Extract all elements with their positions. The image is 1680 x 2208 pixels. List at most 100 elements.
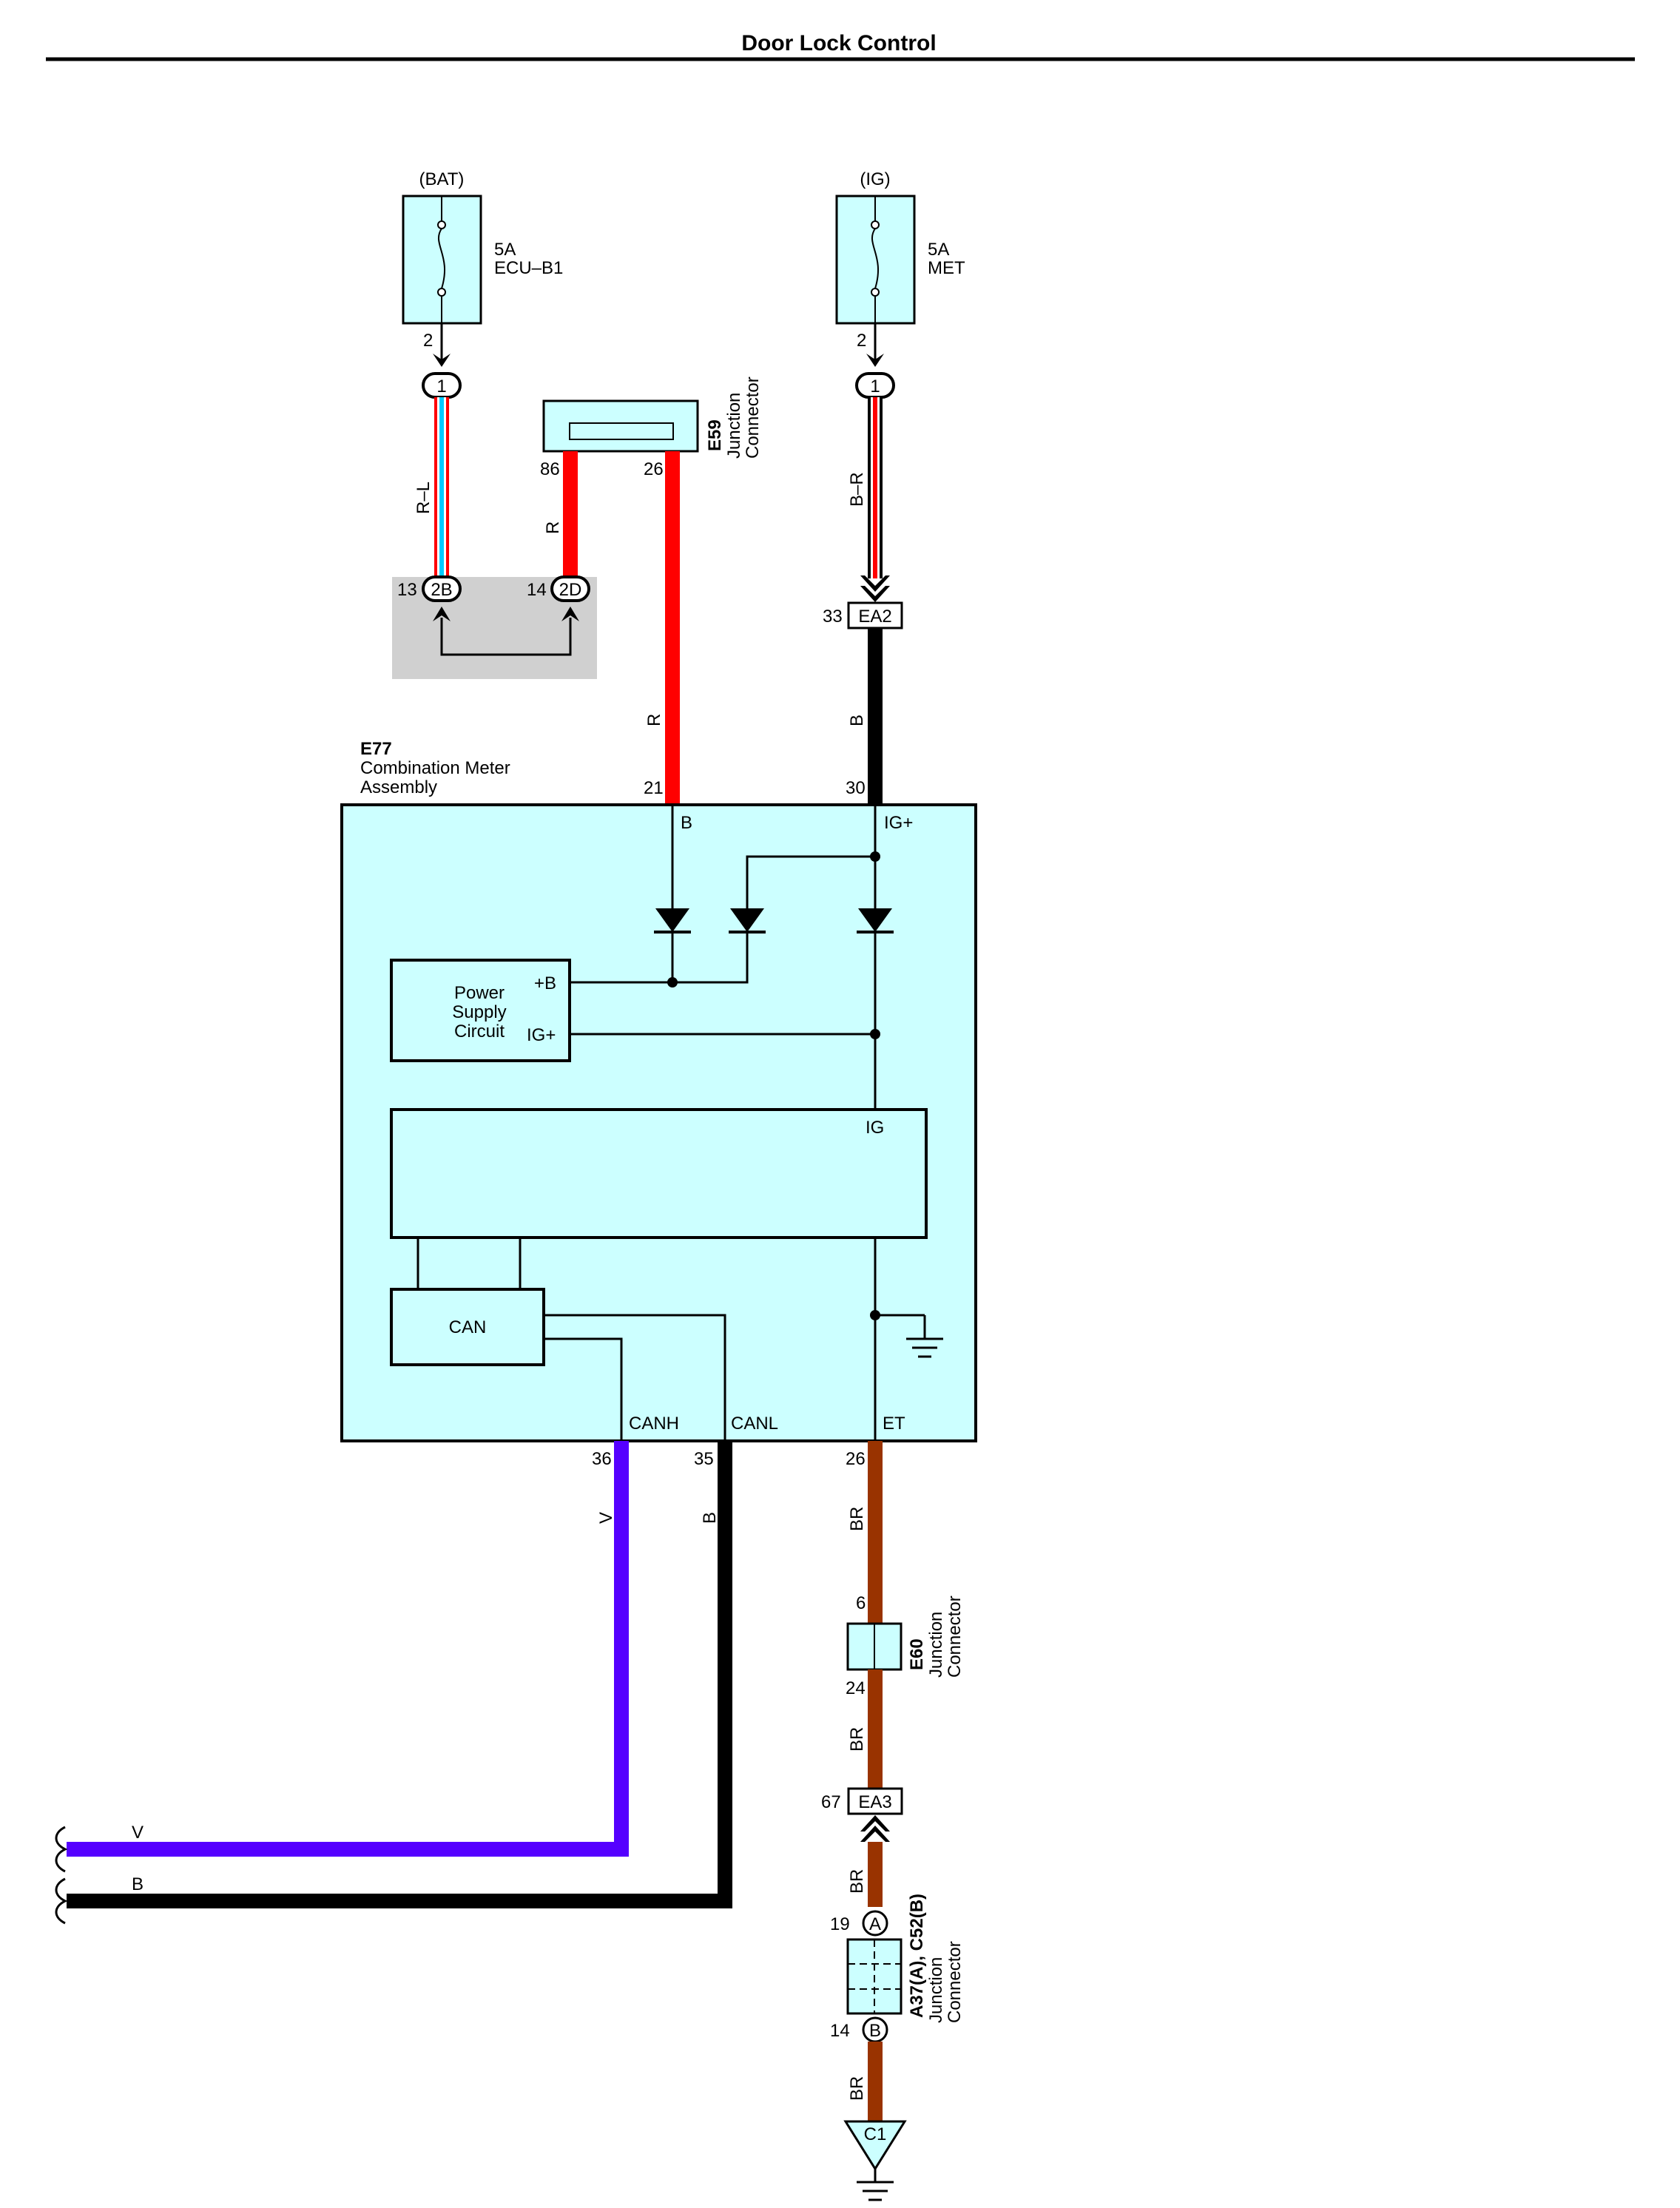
wire-br-26	[868, 1441, 883, 1624]
wire-br-67	[868, 1842, 883, 1907]
wire-label-b-30: B	[847, 715, 867, 726]
diode-icon	[857, 908, 894, 933]
wire-label-br-26: BR	[847, 1507, 867, 1531]
e77-line1: Combination Meter	[360, 758, 510, 778]
connector-2d	[550, 575, 590, 602]
connector-ea3	[847, 1787, 903, 1815]
wire-b-30	[868, 628, 883, 805]
can-block	[390, 1288, 545, 1366]
arrow-down-icon	[433, 354, 451, 367]
wire-br-24	[868, 1669, 883, 1801]
wire-label-br-24: BR	[847, 1727, 867, 1752]
ea3-pin: 67	[821, 1792, 841, 1812]
wire-r-86	[563, 451, 578, 577]
fuse-icon	[437, 196, 446, 323]
a37-line1: Junction	[926, 1957, 946, 2023]
wire-r-26	[665, 451, 680, 805]
connector-2b	[422, 575, 462, 602]
bat-source-label: (BAT)	[419, 169, 465, 189]
terminal-ig-plus-label: IG+	[884, 813, 913, 833]
junction-dot	[870, 851, 880, 862]
ps-ig-label: IG+	[527, 1025, 556, 1045]
diode-icon	[729, 908, 766, 933]
wire-label-r-l: R–L	[414, 482, 434, 514]
diode-icon	[654, 908, 691, 933]
wire-label-r-26: R	[644, 714, 664, 726]
wire-label-b-left: B	[132, 1874, 144, 1894]
ig-fuse-rating: 5A	[928, 240, 949, 260]
internal-wiring	[416, 805, 943, 1441]
ig-connector-pin: 1	[870, 377, 880, 396]
ig-fuse-pin: 2	[857, 331, 866, 351]
ps-b-label: +B	[534, 973, 556, 993]
page-title: Door Lock Control	[741, 31, 936, 55]
can-label: CAN	[449, 1317, 487, 1337]
power-supply-circuit	[390, 959, 571, 1062]
e77-pin-30: 30	[846, 778, 866, 798]
e77-pin-21: 21	[644, 778, 664, 798]
fuse-icon	[871, 196, 880, 323]
break-mark-icon	[55, 1826, 68, 1873]
splice-link	[440, 618, 572, 656]
a37-code: A37(A), C52(B)	[907, 1894, 927, 2018]
arrow-down-icon	[860, 586, 890, 602]
ps-line2: Supply	[452, 1002, 506, 1022]
canl-label: CANL	[731, 1414, 778, 1434]
a37-line2: Connector	[945, 1941, 965, 2023]
junction-e59-inner	[569, 422, 674, 440]
e59-code: E59	[705, 419, 725, 451]
wire-br-14	[868, 2042, 883, 2123]
ig-block-label: IG	[866, 1118, 884, 1138]
e77-line2: Assembly	[360, 777, 437, 797]
e59-line1: Junction	[724, 393, 744, 459]
junction-e59	[542, 399, 699, 453]
connector-a-label: A	[869, 1914, 881, 1934]
bat-fuse-rating: 5A	[494, 240, 516, 260]
arrow-up-icon	[860, 1815, 890, 1831]
connector-2b-label: 2B	[431, 580, 452, 600]
et-label: ET	[883, 1414, 905, 1434]
connector-2d-label: 2D	[559, 580, 582, 600]
junction-a37-dashes	[848, 1939, 901, 2013]
e59-pin-26: 26	[644, 459, 664, 479]
wire-label-br-14: BR	[847, 2076, 867, 2101]
wire-label-v-36: V	[596, 1512, 616, 1524]
bat-connector-pin: 1	[436, 377, 446, 396]
ground-icon	[857, 2169, 894, 2201]
wire-label-v-left: V	[132, 1823, 144, 1843]
e77-code: E77	[360, 739, 392, 759]
ground-point-c1	[843, 2120, 907, 2171]
ig-fuse-name: MET	[928, 258, 965, 278]
ground-label: C1	[864, 2124, 887, 2144]
e60-line1: Junction	[926, 1612, 946, 1678]
e77-pin-36: 36	[592, 1449, 612, 1469]
junction-dot	[870, 1029, 880, 1039]
break-mark-icon	[55, 1877, 68, 1925]
e60-pin-6: 6	[856, 1593, 866, 1613]
e60-code: E60	[907, 1638, 927, 1670]
wire-b-r	[868, 397, 883, 578]
e60-pin-24: 24	[846, 1678, 866, 1698]
wire-label-r-86: R	[543, 521, 563, 534]
ig-logic-block	[390, 1108, 928, 1239]
ea3-label: EA3	[858, 1792, 891, 1812]
arrow-up-icon	[561, 607, 579, 621]
ps-line3: Circuit	[454, 1022, 505, 1041]
wire-v-canh	[67, 1441, 629, 1857]
e59-pin-86: 86	[540, 459, 560, 479]
ps-line1: Power	[454, 983, 505, 1003]
connector-2d-pin: 14	[527, 580, 547, 600]
wire-label-br-67: BR	[847, 1869, 867, 1894]
ea2-pin: 33	[823, 607, 843, 627]
junction-dot	[667, 977, 678, 987]
e77-pin-26-et: 26	[846, 1449, 866, 1469]
arrow-down-icon	[866, 354, 884, 367]
e77-pin-35: 35	[694, 1449, 714, 1469]
bat-fuse-name: ECU–B1	[494, 258, 563, 278]
e59-line2: Connector	[743, 377, 763, 459]
arrow-up-icon	[433, 607, 451, 621]
ig-source-label: (IG)	[860, 169, 890, 189]
connector-a-pin: 19	[830, 1914, 850, 1934]
wire-label-b-35: B	[700, 1512, 720, 1524]
